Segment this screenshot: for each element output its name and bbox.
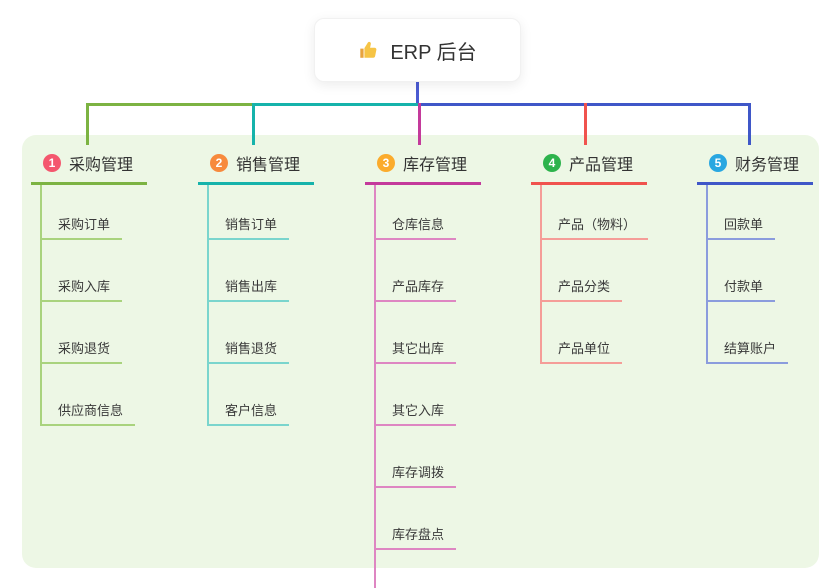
branch-label: 产品管理	[569, 157, 634, 174]
thumbs-up-icon	[358, 39, 380, 61]
child-node[interactable]: 产品分类	[542, 240, 623, 302]
branch-4-node[interactable]: 4 产品管理	[531, 143, 648, 185]
branch-5-node[interactable]: 5 财务管理	[697, 143, 814, 185]
child-node[interactable]: 供应商信息	[42, 364, 136, 426]
branch-number-badge: 4	[543, 154, 561, 172]
child-node[interactable]: 结算账户	[708, 302, 789, 364]
connector-drop	[748, 103, 751, 145]
connector-horizontal	[252, 103, 418, 106]
branch-2-node[interactable]: 2 销售管理	[198, 143, 315, 185]
branch-label: 采购管理	[69, 157, 134, 174]
child-node[interactable]: 其它入库	[376, 364, 457, 426]
connector-horizontal	[86, 103, 255, 106]
branch-5: 5 财务管理回款单付款单结算账户	[697, 143, 814, 364]
child-node[interactable]: 库存调拨	[376, 426, 457, 488]
root-node[interactable]: ERP 后台	[314, 18, 521, 82]
connector-drop	[584, 103, 587, 145]
branch-number-badge: 3	[377, 154, 395, 172]
branch-label: 库存管理	[403, 157, 468, 174]
branch-children: 仓库信息产品库存其它出库其它入库库存调拨库存盘点出库库明细	[374, 185, 469, 588]
branch-1-node[interactable]: 1 采购管理	[31, 143, 148, 185]
branch-4: 4 产品管理产品（物料）产品分类产品单位	[531, 143, 649, 364]
branch-3-node[interactable]: 3 库存管理	[365, 143, 482, 185]
branch-children: 回款单付款单结算账户	[706, 185, 789, 364]
child-node[interactable]: 客户信息	[209, 364, 290, 426]
branch-children: 采购订单采购入库采购退货供应商信息	[40, 185, 136, 426]
branch-2: 2 销售管理销售订单销售出库销售退货客户信息	[198, 143, 315, 426]
branch-children: 产品（物料）产品分类产品单位	[540, 185, 649, 364]
branch-label: 销售管理	[236, 157, 301, 174]
connector-drop	[86, 103, 89, 145]
branch-3: 3 库存管理仓库信息产品库存其它出库其它入库库存调拨库存盘点出库库明细	[365, 143, 482, 588]
child-node[interactable]: 产品单位	[542, 302, 623, 364]
child-node[interactable]: 付款单	[708, 240, 776, 302]
root-stem-connector	[416, 80, 419, 106]
branch-number-badge: 2	[210, 154, 228, 172]
child-node[interactable]: 出库库明细	[376, 550, 469, 588]
connector-drop	[418, 103, 421, 145]
branch-1: 1 采购管理采购订单采购入库采购退货供应商信息	[31, 143, 148, 426]
root-title: ERP 后台	[390, 41, 477, 64]
child-node[interactable]: 采购退货	[42, 302, 123, 364]
child-node[interactable]: 销售订单	[209, 185, 290, 240]
branch-number-badge: 1	[43, 154, 61, 172]
branch-label: 财务管理	[735, 157, 800, 174]
child-node[interactable]: 采购订单	[42, 185, 123, 240]
child-node[interactable]: 销售出库	[209, 240, 290, 302]
child-node[interactable]: 采购入库	[42, 240, 123, 302]
child-node[interactable]: 回款单	[708, 185, 776, 240]
child-node[interactable]: 仓库信息	[376, 185, 457, 240]
child-node[interactable]: 其它出库	[376, 302, 457, 364]
child-node[interactable]: 库存盘点	[376, 488, 457, 550]
child-node[interactable]: 产品（物料）	[542, 185, 649, 240]
child-node[interactable]: 销售退货	[209, 302, 290, 364]
branch-children: 销售订单销售出库销售退货客户信息	[207, 185, 290, 426]
branch-number-badge: 5	[709, 154, 727, 172]
child-node[interactable]: 产品库存	[376, 240, 457, 302]
connector-drop	[252, 103, 255, 145]
branches-panel	[22, 135, 819, 568]
